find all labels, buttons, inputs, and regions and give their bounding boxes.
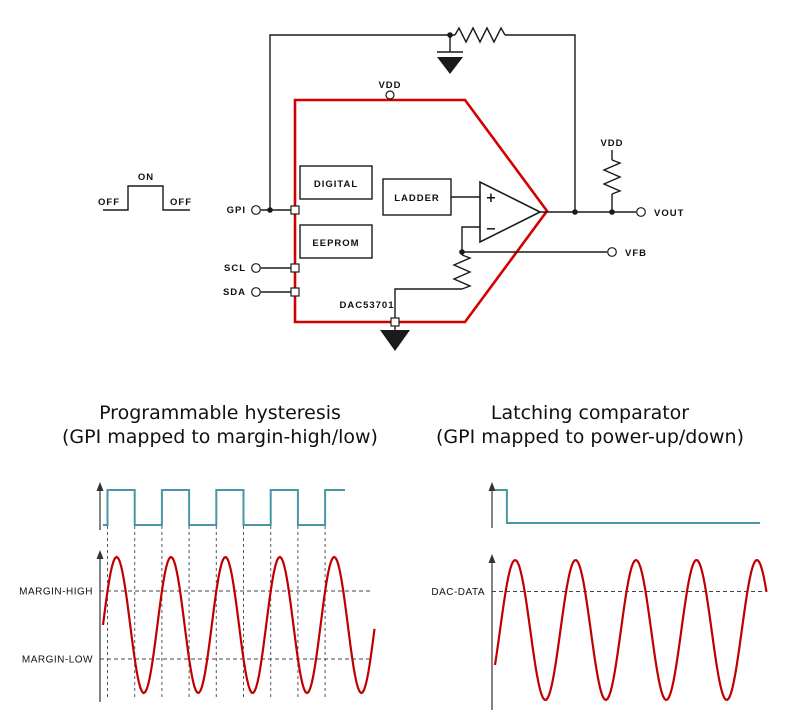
off-right-label: OFF [170,197,192,208]
ladder-block [382,178,452,216]
vout-label: VOUT [654,208,684,219]
feedback-resistor [454,26,506,44]
vdd-top-label: VDD [378,80,401,91]
vdd-terminal [385,90,395,100]
vdd-right-label: VDD [600,138,623,149]
right-plot-title-line1: Latching comparator [490,402,690,424]
gpi-square-wave [103,489,345,526]
minus-input-wire [461,226,480,255]
latching-plot: DAC-DATA [431,482,768,710]
right-plot-title: Latching comparator (GPI mapped to power… [398,401,782,449]
feedback-ground-resistor [452,254,472,290]
dac-sine-wave [493,558,768,702]
capacitor-ground-symbol [437,57,463,74]
left-plot-title: Programmable hysteresis (GPI mapped to m… [28,401,412,449]
dac-axis-arrow [488,554,496,563]
gpi-label: GPI [227,205,246,216]
opamp-minus-sign: − [486,222,497,237]
ground-pin [390,317,400,327]
sda-label: SDA [223,287,246,298]
gpi-pulse-wave [495,489,760,524]
sda-terminal [251,287,261,297]
chip-outline [293,98,549,324]
scl-label: SCL [224,263,246,274]
gpi-terminal [251,205,261,215]
dac-sine-wave [101,555,376,695]
junction-dot [459,249,465,255]
ground-wire [394,288,462,318]
vdd-pullup-resistor [602,159,622,195]
ground-symbol [380,330,410,351]
scl-terminal [251,263,261,273]
digital-label: DIGITAL [314,179,358,190]
feedback-wire-left [269,34,455,210]
junction-dot [572,209,578,215]
vout-terminal [636,207,646,217]
eeprom-label: EEPROM [312,238,359,249]
circuit-schematic: VDD VDD GPI SCL SDA ON OFF OFF DIGITAL E… [98,26,684,351]
junction-dot [267,207,273,213]
eeprom-block [299,224,373,259]
junction-dot [447,32,453,38]
vfb-terminal [607,247,617,257]
opamp [479,180,542,244]
gpi-pulse-symbol [103,185,190,211]
threshold-label: MARGIN-HIGH [19,587,93,598]
chip-name-label: DAC53701 [340,300,395,311]
gpi-axis-arrow [488,482,496,491]
digital-block [299,165,373,200]
gpi-pin [290,205,300,215]
junction-dot [609,209,615,215]
left-plot-title-line1: Programmable hysteresis [99,402,341,424]
hysteresis-plot: MARGIN-HIGH MARGIN-LOW [19,482,376,702]
left-plot-title-line2: (GPI mapped to margin-high/low) [62,426,378,448]
dac-axis-arrow [96,550,104,559]
gpi-axis-arrow [96,482,104,491]
threshold-label: MARGIN-LOW [22,655,93,666]
feedback-wire-right [505,34,576,212]
threshold-label: DAC-DATA [431,587,485,598]
right-plot-title-line2: (GPI mapped to power-up/down) [436,426,744,448]
off-left-label: OFF [98,197,120,208]
vfb-label: VFB [625,248,647,259]
on-label: ON [138,172,154,183]
sda-pin [290,287,300,297]
scl-pin [290,263,300,273]
ladder-label: LADDER [394,193,440,204]
opamp-plus-sign: + [486,191,497,206]
